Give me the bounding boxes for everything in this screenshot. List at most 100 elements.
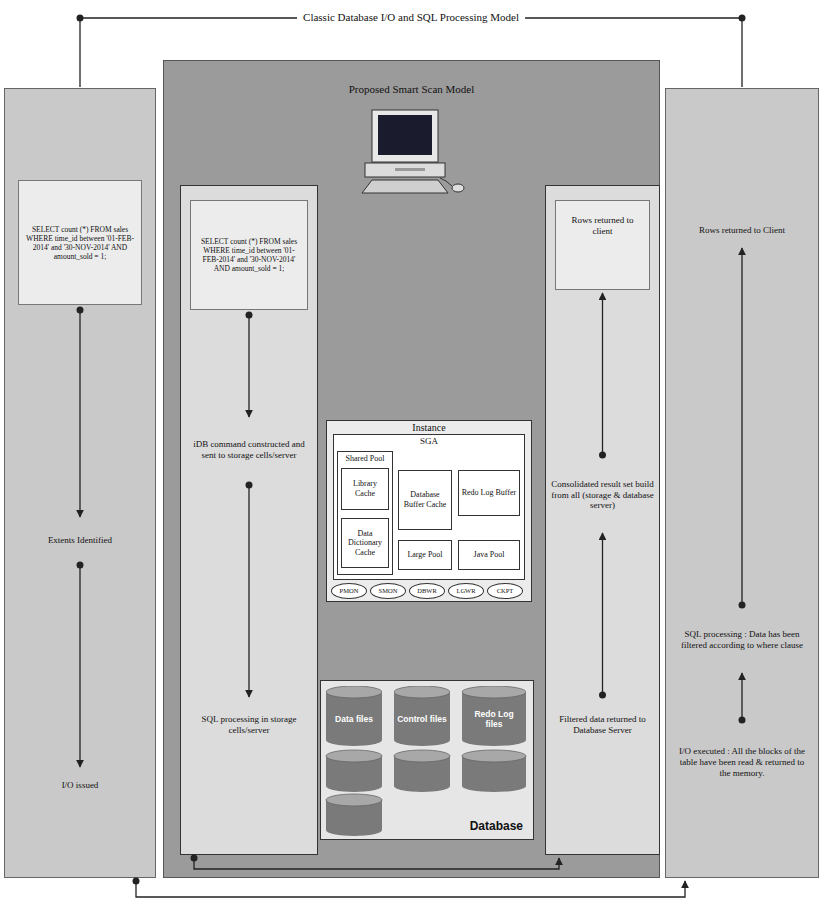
- node-text: Rows returned to Client: [699, 225, 785, 236]
- node-text: Redo Log files: [465, 709, 523, 729]
- node-text: Java Pool: [474, 550, 505, 560]
- connector-dot: [246, 482, 253, 489]
- node-text: Library Cache: [344, 479, 386, 498]
- cylinder-bottom: [394, 780, 450, 792]
- connector: [80, 18, 742, 87]
- node-text: iDB command constructed and sent to stor…: [188, 439, 310, 461]
- cylinder-body: [462, 692, 526, 740]
- cylinder-body: [394, 756, 450, 786]
- file-cylinder: Redo Log files: [462, 686, 526, 746]
- memory-box: Database Buffer Cache: [398, 470, 452, 530]
- connector: [248, 485, 249, 697]
- connector-dot: [599, 452, 606, 459]
- sga-box: Library CacheData Dictionary Cache Shared…: [333, 434, 525, 580]
- cylinder-bottom: [326, 824, 382, 836]
- node-text: PMON: [340, 587, 359, 595]
- process-ellipse: LGWR: [448, 583, 484, 599]
- memory-box: Data Dictionary Cache: [341, 518, 389, 568]
- connector: [741, 248, 742, 605]
- node-text: Database Buffer Cache: [401, 490, 449, 509]
- file-cylinder: Control files: [394, 686, 450, 746]
- database-box: Data files Control files Redo Log filesDat…: [320, 680, 534, 840]
- step-text: I/O issued: [14, 770, 146, 800]
- node-text: Data Dictionary Cache: [344, 529, 386, 558]
- node-text: Database: [470, 819, 523, 833]
- connector-dot: [246, 312, 253, 319]
- cylinder-body: [326, 800, 382, 830]
- connector: [602, 293, 603, 455]
- query-box: SELECT count (*) FROM sales WHERE time_i…: [18, 180, 142, 305]
- connector-dot: [599, 692, 606, 699]
- cylinder-top: [326, 794, 382, 806]
- connector-dot: [77, 562, 84, 569]
- node-text: SQL processing in storage cells/server: [188, 714, 310, 736]
- cylinder-top: [394, 686, 450, 698]
- node-text: Filtered data returned to Database Serve…: [551, 714, 654, 736]
- connector-dot: [77, 307, 84, 314]
- node-text: DBWR: [417, 587, 437, 595]
- node-text: Redo Log Buffer: [462, 488, 517, 498]
- step-text: iDB command constructed and sent to stor…: [186, 420, 312, 480]
- connector-dot: [739, 15, 746, 22]
- node-text: Data files: [335, 714, 373, 724]
- cylinder-body: [462, 756, 526, 786]
- connector: [79, 310, 80, 517]
- connector-dot: [191, 855, 198, 862]
- cylinder-body: [326, 692, 382, 740]
- pool-box: Library CacheData Dictionary Cache Shared…: [337, 451, 393, 575]
- monitor-screen: [378, 115, 432, 155]
- query-box: SELECT count (*) FROM sales WHERE time_i…: [190, 200, 308, 310]
- step-text: Rows returned to Client: [672, 215, 812, 245]
- instance-box: Library CacheData Dictionary Cache Shared…: [326, 420, 532, 602]
- step-text: Filtered data returned to Database Serve…: [549, 700, 656, 750]
- cylinder-bottom: [326, 780, 382, 792]
- step-text: Consolidated result set build from all (…: [549, 460, 656, 530]
- stacked-cylinders: [326, 750, 526, 836]
- computer-illustration: [362, 110, 464, 193]
- connector: [136, 881, 685, 897]
- process-ellipse: SMON: [370, 583, 406, 599]
- connector-dot: [739, 717, 746, 724]
- memory-box: Large Pool: [398, 540, 452, 570]
- connector: [741, 673, 742, 720]
- cylinder-top: [462, 750, 526, 762]
- step-text: Extents Identified: [14, 520, 146, 560]
- model-panel: SELECT count (*) FROM sales WHERE time_i…: [4, 88, 156, 878]
- node-text: Rows returned to client: [562, 215, 643, 237]
- cylinder-body: [394, 692, 450, 740]
- connector-dot: [133, 878, 140, 885]
- cylinder-bottom: [326, 734, 382, 746]
- flow-column: SELECT count (*) FROM sales WHERE time_i…: [180, 185, 318, 855]
- cylinder-bottom: [394, 734, 450, 746]
- memory-box: Library Cache: [341, 468, 389, 510]
- node-text: Control files: [397, 714, 447, 724]
- drive-slot: [395, 168, 425, 171]
- monitor-frame: [372, 110, 438, 162]
- connector-dot: [77, 15, 84, 22]
- node-text: Consolidated result set build from all (…: [551, 479, 654, 511]
- process-ellipse: PMON: [331, 583, 367, 599]
- memory-box: Java Pool: [458, 540, 520, 570]
- process-ellipse: DBWR: [409, 583, 445, 599]
- process-ellipse: CKPT: [487, 583, 523, 599]
- edge-label: Classic Database I/O and SQL Processing …: [297, 11, 525, 24]
- node-text: Shared Pool: [346, 454, 385, 464]
- node-text: SQL processing : Data has been filtered …: [674, 629, 810, 651]
- step-text: I/O executed : All the blocks of the tab…: [672, 725, 812, 800]
- node-text: Proposed Smart Scan Model: [349, 83, 475, 96]
- desktop-unit: [365, 163, 445, 177]
- memory-box: Redo Log Buffer: [458, 470, 520, 516]
- node-text: I/O issued: [62, 780, 99, 791]
- node-text: SGA: [420, 436, 438, 447]
- cylinder-top: [462, 686, 526, 698]
- node-text: CKPT: [497, 587, 514, 595]
- keyboard: [362, 180, 448, 193]
- connector: [194, 858, 559, 869]
- cylinder-top: [326, 686, 382, 698]
- file-cylinder: Data files: [326, 686, 382, 746]
- connector-dot: [739, 602, 746, 609]
- connector: [248, 315, 249, 417]
